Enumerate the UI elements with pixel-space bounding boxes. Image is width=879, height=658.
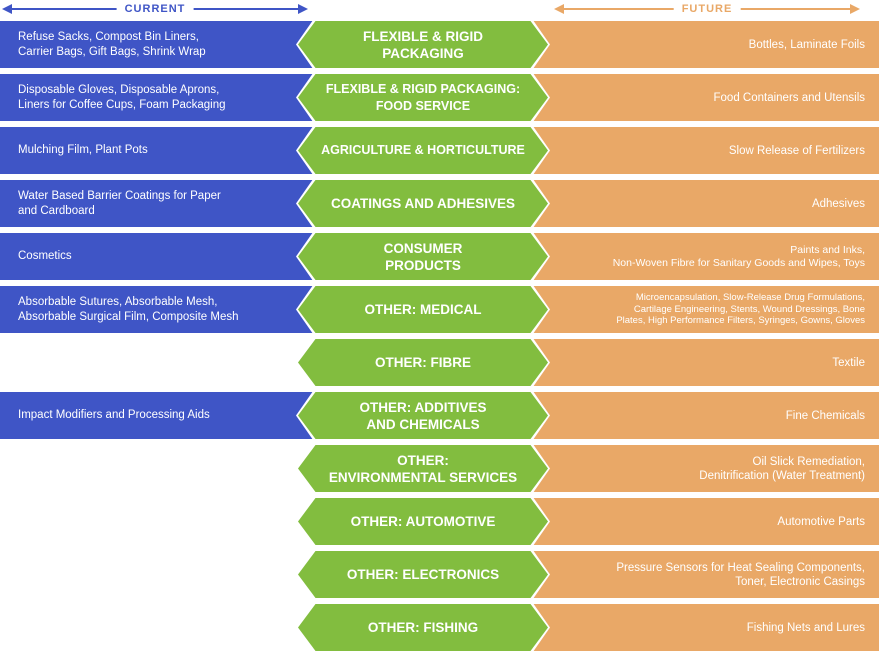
category-hexagon: OTHER: ADDITIVES AND CHEMICALS [298,392,548,439]
future-header-label: FUTURE [673,1,741,17]
future-applications: Pressure Sensors for Heat Sealing Compon… [616,561,865,588]
future-header-arrow-right [850,4,860,14]
current-band [0,127,330,174]
future-applications: Food Containers and Utensils [713,91,866,104]
future-band [530,286,879,333]
future-applications: Automotive Parts [777,515,865,528]
future-applications: Microencapsulation, Slow-Release Drug Fo… [616,292,865,327]
category-hexagon: OTHER: MEDICAL [298,286,548,333]
future-band [530,445,879,492]
current-header-label: CURRENT [116,1,194,17]
future-band [530,498,879,545]
current-band [0,286,330,333]
current-band [0,392,330,439]
row-automotive: Automotive Parts OTHER: AUTOMOTIVE [0,496,879,547]
current-applications: Water Based Barrier Coatings for Paper a… [18,189,221,217]
row-electronics: Pressure Sensors for Heat Sealing Compon… [0,549,879,600]
current-applications: Cosmetics [18,250,72,262]
row-environmental-services: Oil Slick Remediation, Denitrification (… [0,443,879,494]
future-band [530,233,879,280]
category-hexagon: COATINGS AND ADHESIVES [298,180,548,227]
row-fishing: Fishing Nets and Lures OTHER: FISHING [0,602,879,653]
current-header-arrow-right [298,4,308,14]
category-hexagon: OTHER: AUTOMOTIVE [298,498,548,545]
current-applications: Mulching Film, Plant Pots [18,144,148,156]
current-band [0,21,330,68]
row-agriculture: Mulching Film, Plant Pots Slow Release o… [0,125,879,176]
future-band [530,127,879,174]
future-applications: Oil Slick Remediation, Denitrification (… [699,455,865,482]
row-additives-chemicals: Impact Modifiers and Processing Aids Fin… [0,390,879,441]
current-applications: Disposable Gloves, Disposable Aprons, Li… [18,83,226,111]
row-coatings-adhesives: Water Based Barrier Coatings for Paper a… [0,178,879,229]
row-food-service: Disposable Gloves, Disposable Aprons, Li… [0,72,879,123]
current-applications: Impact Modifiers and Processing Aids [18,409,210,421]
current-band [0,180,330,227]
current-applications: Refuse Sacks, Compost Bin Liners, Carrie… [18,30,206,58]
category-hexagon: CONSUMER PRODUCTS [298,233,548,280]
future-band [530,392,879,439]
row-medical: Absorbable Sutures, Absorbable Mesh, Abs… [0,284,879,335]
future-band [530,604,879,651]
future-band [530,339,879,386]
future-band [530,21,879,68]
future-band [530,551,879,598]
future-header: FUTURE [552,0,862,18]
category-hexagon: FLEXIBLE & RIGID PACKAGING: FOOD SERVICE [298,74,548,121]
row-flexible-rigid-packaging: Refuse Sacks, Compost Bin Liners, Carrie… [0,19,879,70]
future-applications: Paints and Inks, Non-Woven Fibre for San… [612,243,865,269]
current-band [0,233,330,280]
future-band [530,180,879,227]
future-applications: Slow Release of Fertilizers [728,144,865,157]
category-hexagon: OTHER: ELECTRONICS [298,551,548,598]
category-hexagon: OTHER: ENVIRONMENTAL SERVICES [298,445,548,492]
future-applications: Bottles, Laminate Foils [748,38,865,51]
category-hexagon: OTHER: FIBRE [298,339,548,386]
future-applications: Textile [832,356,865,369]
current-band [0,74,330,121]
future-band [530,74,879,121]
category-hexagon: AGRICULTURE & HORTICULTURE [298,127,548,174]
current-header-arrow-left [2,4,12,14]
future-header-arrow-left [554,4,564,14]
future-applications: Adhesives [811,197,865,210]
row-fibre: Textile OTHER: FIBRE [0,337,879,388]
row-consumer-products: Cosmetics Paints and Inks, Non-Woven Fib… [0,231,879,282]
future-applications: Fine Chemicals [785,409,865,422]
current-header: CURRENT [0,0,310,18]
category-hexagon: OTHER: FISHING [298,604,548,651]
category-hexagon: FLEXIBLE & RIGID PACKAGING [298,21,548,68]
future-applications: Fishing Nets and Lures [746,621,865,634]
current-applications: Absorbable Sutures, Absorbable Mesh, Abs… [18,295,239,323]
